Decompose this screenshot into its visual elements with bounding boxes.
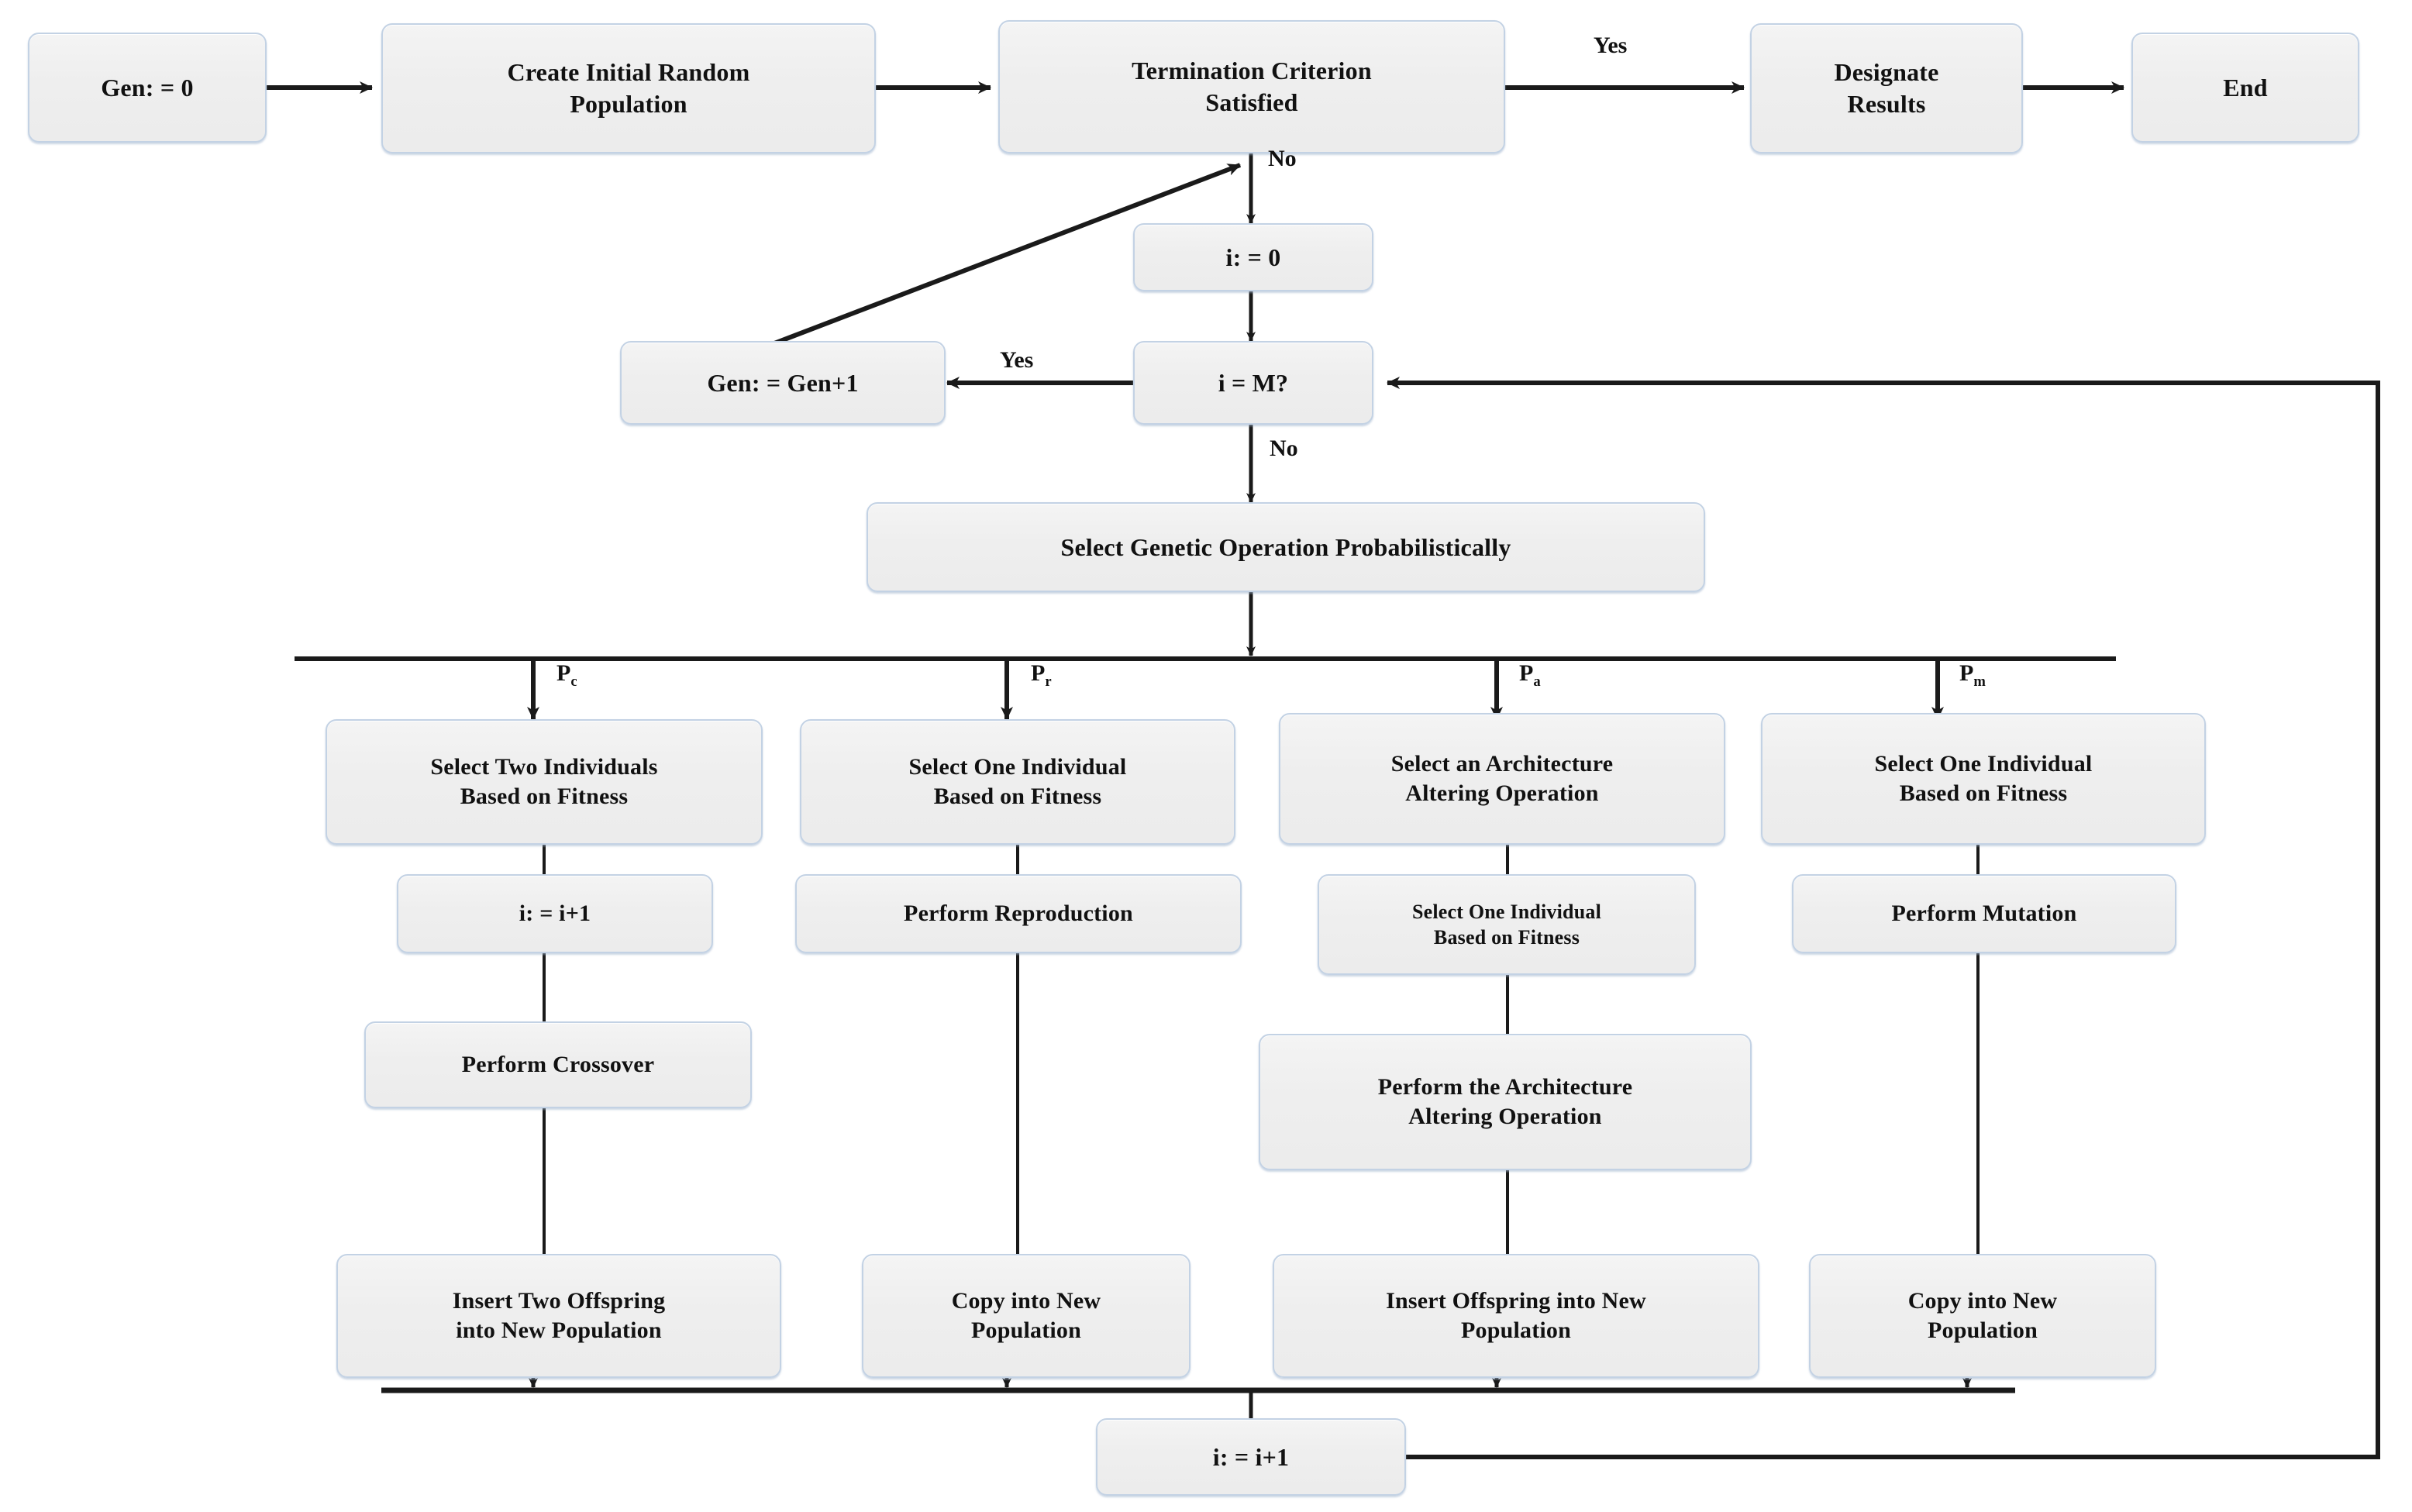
node-label: Select Two Individuals Based on Fitness bbox=[430, 753, 658, 809]
node-select-architecture-operation[interactable]: Select an Architecture Altering Operatio… bbox=[1279, 713, 1725, 845]
node-perform-mutation[interactable]: Perform Mutation bbox=[1792, 874, 2176, 953]
node-label: Designate Results bbox=[1834, 58, 1939, 118]
node-label: Select an Architecture Altering Operatio… bbox=[1390, 750, 1614, 806]
node-i-increment-bottom[interactable]: i: = i+1 bbox=[1096, 1418, 1406, 1496]
node-end[interactable]: End bbox=[2131, 33, 2359, 143]
node-label: i: = i+1 bbox=[1212, 1442, 1290, 1471]
pc-subscript: c bbox=[570, 673, 577, 690]
node-perform-crossover[interactable]: Perform Crossover bbox=[364, 1021, 752, 1108]
node-perform-reproduction[interactable]: Perform Reproduction bbox=[795, 874, 1242, 953]
node-select-genetic-operation[interactable]: Select Genetic Operation Probabilistical… bbox=[867, 502, 1705, 592]
edge-label-yes-i-equals-m: Yes bbox=[1000, 347, 1034, 373]
node-label: Select One Individual Based on Fitness bbox=[1874, 750, 2093, 806]
node-label: i: = i+1 bbox=[519, 900, 591, 926]
pr-subscript: r bbox=[1045, 673, 1052, 690]
node-select-one-individual-reproduction[interactable]: Select One Individual Based on Fitness bbox=[800, 719, 1235, 845]
node-gen-increment[interactable]: Gen: = Gen+1 bbox=[620, 341, 946, 425]
node-i-increment-crossover[interactable]: i: = i+1 bbox=[397, 874, 713, 953]
node-create-population[interactable]: Create Initial Random Population bbox=[381, 23, 876, 153]
node-label: Perform Reproduction bbox=[904, 900, 1133, 926]
node-select-one-individual-architecture[interactable]: Select One Individual Based on Fitness bbox=[1318, 874, 1696, 975]
node-i-init[interactable]: i: = 0 bbox=[1133, 223, 1373, 291]
node-copy-new-population-reproduction[interactable]: Copy into New Population bbox=[862, 1254, 1190, 1378]
node-label: Select One Individual Based on Fitness bbox=[908, 753, 1127, 809]
node-select-one-individual-mutation[interactable]: Select One Individual Based on Fitness bbox=[1761, 713, 2206, 845]
node-label: Termination Criterion Satisfied bbox=[1132, 57, 1372, 116]
edge-label-no-i-equals-m: No bbox=[1270, 436, 1298, 461]
node-label: Gen: = 0 bbox=[101, 73, 194, 102]
node-label: i: = 0 bbox=[1225, 243, 1281, 271]
edge-label-yes-termination: Yes bbox=[1594, 33, 1628, 58]
node-label: Copy into New Population bbox=[951, 1287, 1101, 1343]
edge-label-pc: Pc bbox=[556, 660, 577, 691]
node-insert-offspring-new-population[interactable]: Insert Offspring into New Population bbox=[1273, 1254, 1759, 1378]
node-termination-criterion[interactable]: Termination Criterion Satisfied bbox=[998, 20, 1505, 153]
node-gen-init[interactable]: Gen: = 0 bbox=[28, 33, 267, 143]
node-label: End bbox=[2223, 73, 2268, 102]
node-label: Insert Offspring into New Population bbox=[1386, 1287, 1646, 1343]
node-i-equals-m[interactable]: i = M? bbox=[1133, 341, 1373, 425]
node-label: Perform Crossover bbox=[461, 1051, 655, 1077]
pa-subscript: a bbox=[1533, 673, 1541, 690]
node-label: i = M? bbox=[1218, 368, 1289, 397]
node-label: Copy into New Population bbox=[1907, 1287, 2058, 1343]
node-label: Create Initial Random Population bbox=[507, 58, 750, 118]
node-select-two-individuals[interactable]: Select Two Individuals Based on Fitness bbox=[326, 719, 763, 845]
edge-label-pa: Pa bbox=[1519, 660, 1541, 691]
node-label: Insert Two Offspring into New Population bbox=[452, 1287, 666, 1343]
pm-symbol: P bbox=[1959, 660, 1974, 686]
edge-label-pm: Pm bbox=[1959, 660, 1986, 691]
node-label: Select Genetic Operation Probabilistical… bbox=[1060, 532, 1511, 561]
pc-symbol: P bbox=[556, 660, 571, 686]
pr-symbol: P bbox=[1031, 660, 1046, 686]
node-insert-two-offspring[interactable]: Insert Two Offspring into New Population bbox=[336, 1254, 781, 1378]
node-label: Select One Individual Based on Fitness bbox=[1411, 900, 1601, 949]
node-label: Perform Mutation bbox=[1891, 900, 2077, 926]
node-label: Gen: = Gen+1 bbox=[707, 368, 859, 397]
node-label: Perform the Architecture Altering Operat… bbox=[1377, 1073, 1633, 1129]
node-designate-results[interactable]: Designate Results bbox=[1750, 23, 2023, 153]
edge-label-no-termination: No bbox=[1268, 146, 1297, 171]
pm-subscript: m bbox=[1973, 673, 1986, 690]
node-copy-new-population-mutation[interactable]: Copy into New Population bbox=[1809, 1254, 2156, 1378]
node-perform-architecture-altering[interactable]: Perform the Architecture Altering Operat… bbox=[1259, 1034, 1752, 1170]
edge-label-pr: Pr bbox=[1031, 660, 1052, 691]
pa-symbol: P bbox=[1519, 660, 1534, 686]
